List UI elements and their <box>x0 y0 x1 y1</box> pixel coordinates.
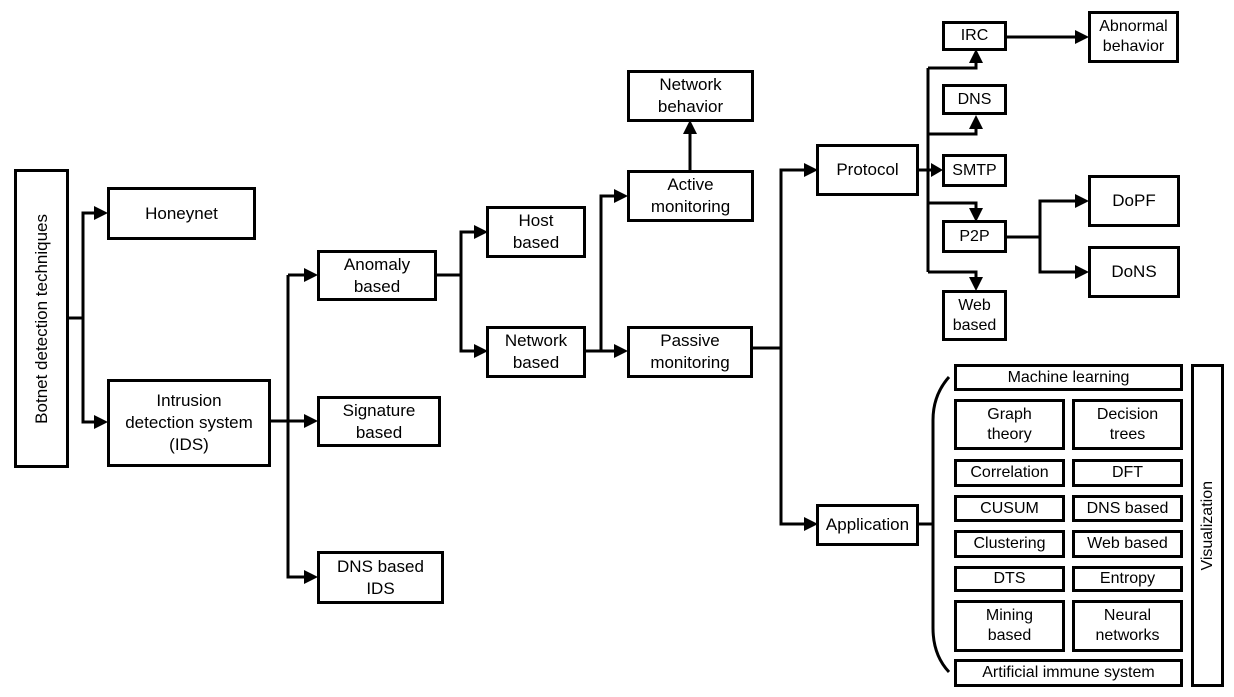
connector-ids <box>270 268 318 584</box>
connector-network <box>585 189 628 358</box>
node-cusum: CUSUM <box>954 495 1065 522</box>
node-mining-based: Mining based <box>954 600 1065 652</box>
node-dts: DTS <box>954 566 1065 592</box>
node-web-based: Web based <box>1072 530 1183 558</box>
node-visualization: Visualization <box>1191 364 1224 687</box>
node-botnet-detection-techniques: Botnet detection techniques <box>14 169 69 468</box>
connector-anomaly <box>436 225 488 358</box>
connector-protocol <box>918 49 983 291</box>
node-decision-trees: Decision trees <box>1072 399 1183 450</box>
connector-irc <box>1006 30 1089 44</box>
node-graph-theory: Graph theory <box>954 399 1065 450</box>
node-p2p: P2P <box>942 220 1007 253</box>
node-application: Application <box>816 504 919 546</box>
node-host-based: Host based <box>486 206 586 258</box>
node-dons: DoNS <box>1088 246 1180 298</box>
root-label: Botnet detection techniques <box>31 213 51 424</box>
node-network-behavior: Network behavior <box>627 70 754 122</box>
node-intrusion-detection-system: Intrusion detection system (IDS) <box>107 379 271 467</box>
node-artificial-immune-system: Artificial immune system <box>954 659 1183 687</box>
node-network-based: Network based <box>486 326 586 378</box>
node-dft: DFT <box>1072 459 1183 487</box>
node-abnormal-behavior: Abnormal behavior <box>1088 11 1179 63</box>
node-dns: DNS <box>942 84 1007 115</box>
node-clustering: Clustering <box>954 530 1065 558</box>
node-signature-based: Signature based <box>317 396 441 447</box>
connector-root <box>68 206 108 429</box>
connector-p2p <box>1006 194 1089 279</box>
connector-passive <box>752 163 818 531</box>
node-web-based-protocol: Web based <box>942 290 1007 341</box>
node-correlation: Correlation <box>954 459 1065 487</box>
visualization-label: Visualization <box>1198 480 1216 571</box>
node-irc: IRC <box>942 21 1007 51</box>
node-anomaly-based: Anomaly based <box>317 250 437 301</box>
brace-bracket <box>931 376 951 674</box>
node-dopf: DoPF <box>1088 175 1180 227</box>
node-dns-based-ids: DNS based IDS <box>317 551 444 604</box>
node-dns-based: DNS based <box>1072 495 1183 522</box>
node-machine-learning: Machine learning <box>954 364 1183 391</box>
node-passive-monitoring: Passive monitoring <box>627 326 753 378</box>
node-honeynet: Honeynet <box>107 187 256 240</box>
connector-active <box>683 120 697 170</box>
node-smtp: SMTP <box>942 154 1007 187</box>
node-neural-networks: Neural networks <box>1072 600 1183 652</box>
node-active-monitoring: Active monitoring <box>627 170 754 222</box>
connector-application <box>918 376 951 674</box>
node-entropy: Entropy <box>1072 566 1183 592</box>
node-protocol: Protocol <box>816 144 919 196</box>
